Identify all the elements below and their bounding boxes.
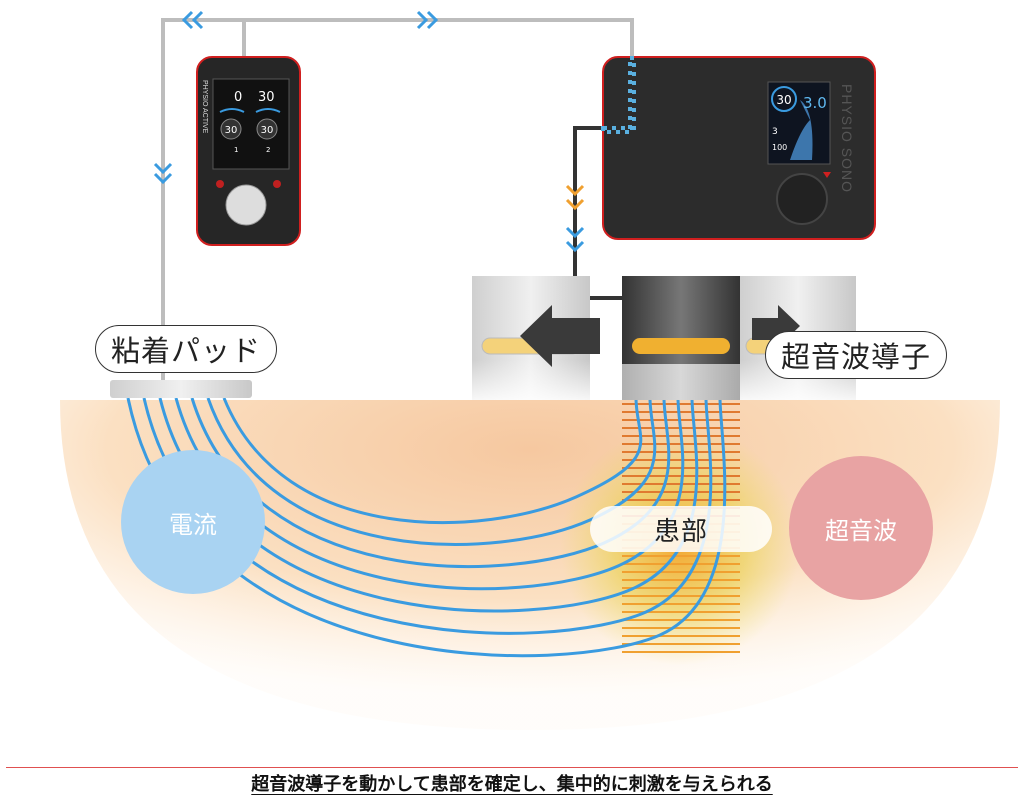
- adhesive-pad: [110, 380, 252, 398]
- caption: 超音波導子を動かして患部を確定し、集中的に刺激を与えられる: [0, 770, 1024, 796]
- sono-knob[interactable]: [776, 173, 828, 225]
- chevron-left-icon: [181, 10, 204, 30]
- ultrasound-circle: 超音波: [789, 456, 933, 600]
- chevron-down-blue-icon: [565, 226, 585, 253]
- active-ch1-timer: 30: [225, 125, 238, 136]
- transducer: [622, 276, 740, 400]
- active-ch2-mode: 2: [266, 146, 270, 154]
- knob[interactable]: [225, 184, 267, 226]
- current-wave: [206, 397, 657, 546]
- active-ch1-mode: 1: [234, 146, 238, 154]
- active-ch1-value: 0: [234, 90, 242, 105]
- chevron-down-orange-icon: [565, 184, 585, 211]
- physio-active-device: PHYSIO ACTIVE 0 30 30 30 1 2: [196, 56, 301, 246]
- cable-transducer: [573, 126, 624, 300]
- pad-label: 粘着パッド: [95, 325, 277, 373]
- active-ch2-value: 30: [258, 90, 275, 105]
- transducer-label: 超音波導子: [765, 331, 947, 379]
- current-wave: [190, 397, 671, 569]
- divider: [6, 767, 1018, 768]
- sono-freq: 3: [772, 127, 778, 137]
- sono-timer: 30: [776, 93, 791, 107]
- arrow-left-icon: [520, 305, 600, 367]
- sono-duty: 100: [772, 143, 787, 152]
- active-brand: PHYSIO ACTIVE: [201, 80, 208, 134]
- current-wave: [222, 397, 643, 525]
- chevron-down-icon: [153, 162, 173, 185]
- sono-intensity: 3.0: [803, 94, 827, 112]
- sono-brand: PHYSIO SONO: [839, 84, 855, 193]
- physio-sono-device: 30 3.0 3 100 PHYSIO SONO: [601, 56, 876, 240]
- chevron-right-icon: [416, 10, 439, 30]
- active-ch2-timer: 30: [261, 125, 274, 136]
- caption-text: 超音波導子を動かして患部を確定し、集中的に刺激を与えられる: [251, 774, 773, 795]
- affected-area-label: 患部: [590, 506, 772, 552]
- current-circle: 電流: [121, 450, 265, 594]
- cable-active: [161, 18, 634, 380]
